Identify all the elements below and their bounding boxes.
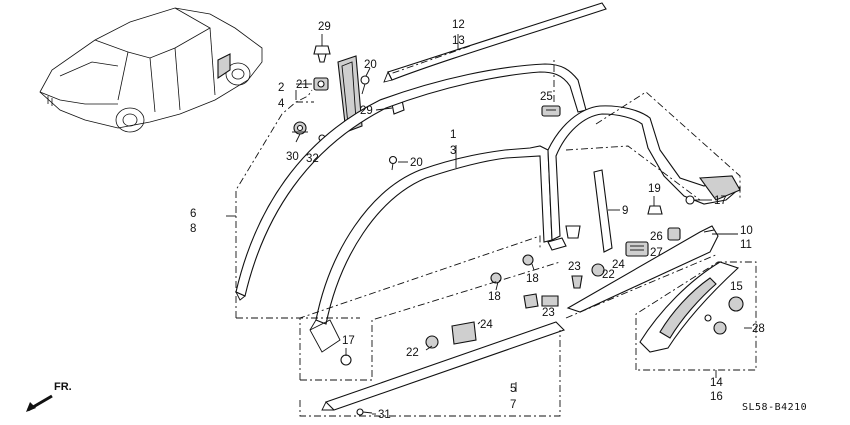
callout-10: 10 (740, 225, 753, 237)
rear-door-molding (547, 105, 741, 241)
screw-20-mid (388, 155, 398, 171)
callout-18: 18 (488, 291, 501, 303)
callout-14: 14 (710, 377, 723, 389)
callout-19: 19 (648, 183, 661, 195)
group-outline-right (553, 60, 757, 371)
callout-4: 4 (278, 98, 285, 110)
callout-22: 22 (406, 347, 419, 359)
callout-20: 20 (410, 157, 423, 169)
callout-13: 13 (452, 35, 465, 47)
callout-1: 1 (450, 129, 456, 141)
callout-18: 18 (526, 273, 539, 285)
callout-22: 22 (602, 269, 615, 281)
callout-17: 17 (714, 195, 727, 207)
callout-25: 25 (540, 91, 553, 103)
leader-lines (226, 34, 752, 415)
callout-17: 17 (342, 335, 355, 347)
callout-12: 12 (452, 19, 465, 31)
callout-numbers: 29 12 13 2 21 4 20 29 25 30 32 1 3 20 6 … (190, 19, 765, 421)
front-label: FR. (54, 381, 72, 393)
clip-27 (625, 241, 649, 257)
clip-25 (541, 105, 561, 117)
door-lower-molding-front (321, 321, 566, 411)
callout-24: 24 (480, 319, 493, 331)
callout-28: 28 (752, 323, 765, 335)
callout-7: 7 (510, 399, 516, 411)
callout-27: 27 (650, 247, 663, 259)
clip-30 (292, 121, 308, 135)
callout-32: 32 (306, 153, 319, 165)
callout-16: 16 (710, 391, 723, 403)
callout-20: 20 (364, 59, 377, 71)
callout-26: 26 (650, 231, 663, 243)
door-sash-molding (309, 145, 553, 353)
callout-29: 29 (360, 105, 373, 117)
clip-29-top (313, 45, 331, 63)
car-thumbnail (39, 7, 263, 133)
callout-15: 15 (730, 281, 743, 293)
callout-5: 5 (510, 383, 516, 395)
callout-21: 21 (296, 79, 309, 91)
clip-26 (667, 227, 681, 241)
callout-6: 6 (190, 208, 196, 220)
callout-23: 23 (542, 307, 555, 319)
callout-2: 2 (278, 82, 284, 94)
screw-20-top (360, 75, 370, 95)
group-outline-1-3 (299, 235, 561, 381)
callout-9: 9 (622, 205, 628, 217)
callout-23: 23 (568, 261, 581, 273)
small-clips (340, 225, 744, 416)
clip-21 (313, 77, 329, 91)
front-direction-arrow: FR. (26, 381, 72, 412)
callout-8: 8 (190, 223, 196, 235)
callout-11: 11 (740, 239, 752, 251)
callout-31: 31 (378, 409, 391, 421)
clip-19 (647, 205, 663, 215)
callout-30: 30 (286, 151, 299, 163)
callout-24: 24 (612, 259, 625, 271)
roof-molding (383, 2, 607, 83)
screw-17-right (685, 195, 704, 205)
group-outline-5-7 (299, 330, 561, 417)
pillar-garnish-9 (593, 169, 613, 253)
rear-fender-garnish (639, 261, 740, 353)
callout-3: 3 (450, 145, 456, 157)
callout-29: 29 (318, 21, 331, 33)
leader-12-13 (389, 45, 471, 75)
group-outline-6-8 (235, 89, 360, 319)
drawing-code: SL58-B4210 (742, 402, 807, 413)
